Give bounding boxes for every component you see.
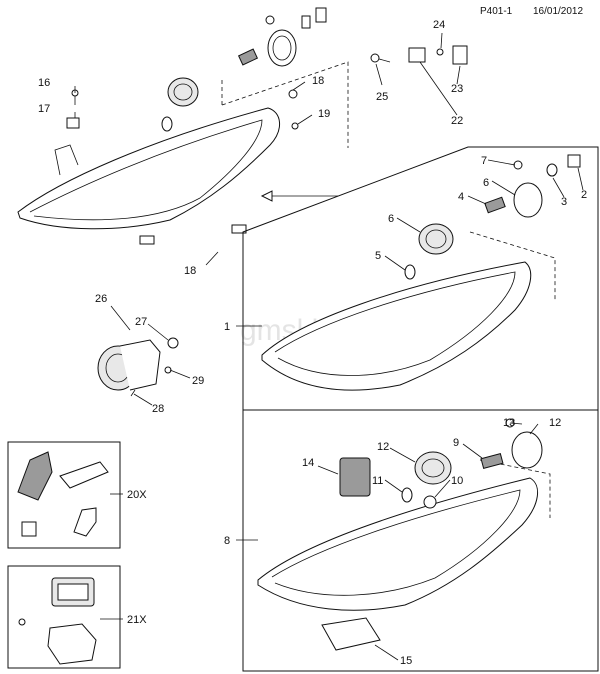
- callout-18-top: 18: [312, 75, 324, 87]
- callout-4: 4: [458, 191, 464, 203]
- callout-17: 17: [38, 103, 50, 115]
- leader-lines: [74, 32, 584, 661]
- callout-14: 14: [302, 457, 314, 469]
- diagram-date: 16/01/2012: [533, 6, 583, 17]
- diagram-code: P401-1: [480, 6, 513, 17]
- callout-28: 28: [152, 403, 164, 415]
- callout-26: 26: [95, 293, 107, 305]
- callout-5: 5: [375, 250, 381, 262]
- callout-20x: 20X: [127, 489, 147, 501]
- callout-2: 2: [581, 189, 587, 201]
- headlamp-detail-1: [261, 154, 581, 391]
- callout-25: 25: [376, 91, 388, 103]
- inset-box-21x: [7, 565, 121, 669]
- callout-3: 3: [561, 196, 567, 208]
- detail-frame: [242, 146, 599, 672]
- callout-10: 10: [451, 475, 463, 487]
- headlamp-main-assembly: [17, 107, 280, 245]
- callout-19: 19: [318, 108, 330, 120]
- fog-lamp-assembly: [97, 337, 179, 397]
- callout-6-lower: 6: [388, 213, 394, 225]
- exploded-bracket-top: [221, 61, 349, 148]
- callout-1: 1: [224, 321, 230, 333]
- callout-16: 16: [38, 77, 50, 89]
- callout-7: 7: [481, 155, 487, 167]
- callout-12-right: 12: [549, 417, 561, 429]
- callout-9: 9: [453, 437, 459, 449]
- callout-24: 24: [433, 19, 445, 31]
- callout-21x: 21X: [127, 614, 147, 626]
- callout-12-left: 12: [377, 441, 389, 453]
- callout-8: 8: [224, 535, 230, 547]
- callout-15: 15: [400, 655, 412, 667]
- inset-20x-parts: [17, 451, 109, 537]
- callout-22: 22: [451, 115, 463, 127]
- headlamp-detail-8: [257, 418, 551, 651]
- callout-13: 13: [503, 417, 515, 429]
- nut-17: [66, 117, 80, 129]
- inset-21x-parts: [18, 577, 97, 665]
- callout-18-bottom: 18: [184, 265, 196, 277]
- bulb-socket-group-top: [161, 7, 327, 132]
- inset-box-20x: [7, 441, 121, 549]
- connector-group-22-25: [370, 45, 468, 65]
- callout-6-upper: 6: [483, 177, 489, 189]
- callout-23: 23: [451, 83, 463, 95]
- callout-29: 29: [192, 375, 204, 387]
- callout-11: 11: [372, 475, 383, 487]
- callout-27: 27: [135, 316, 147, 328]
